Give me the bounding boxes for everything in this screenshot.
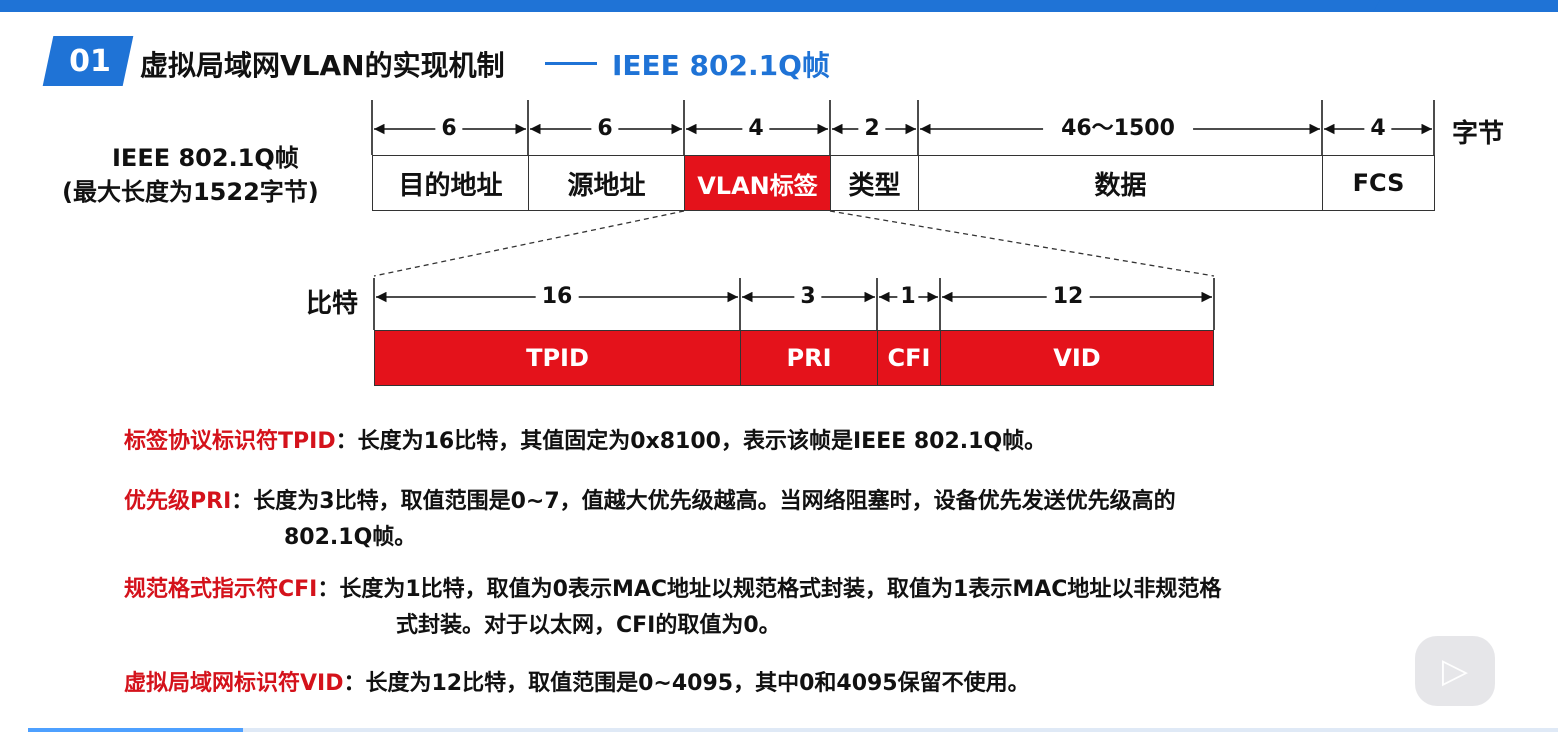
play-icon: ▷ bbox=[1441, 651, 1469, 691]
desc-term: 标签协议标识符TPID bbox=[124, 429, 336, 454]
field-src-address: 源地址 bbox=[528, 155, 685, 211]
desc-pri: 优先级PRI：长度为3比特，取值范围是0~7，值越大优先级越高。当网络阻塞时，设… bbox=[124, 484, 1524, 520]
desc-vid: 虚拟局域网标识符VID：长度为12比特，取值范围是0~4095，其中0和4095… bbox=[124, 666, 1524, 702]
section-number: 01 bbox=[69, 44, 111, 79]
field-fcs: FCS bbox=[1322, 155, 1435, 211]
byte-size-data: 46～1500 bbox=[1043, 116, 1193, 142]
desc-text: ：长度为16比特，其值固定为0x8100，表示该帧是IEEE 802.1Q帧。 bbox=[335, 429, 1047, 454]
frame-max-length: (最大长度为1522字节) bbox=[62, 178, 319, 206]
desc-text: ：长度为12比特，取值范围是0~4095，其中0和4095保留不使用。 bbox=[343, 671, 1030, 696]
byte-size-dest: 6 bbox=[435, 116, 463, 142]
field-vlan-tag: VLAN标签 bbox=[684, 155, 831, 211]
byte-size-vlan: 4 bbox=[742, 116, 770, 142]
page-subtitle: IEEE 802.1Q帧 bbox=[612, 49, 830, 82]
tag-field-tpid: TPID bbox=[374, 330, 741, 386]
desc-cfi-continued: 式封装。对于以太网，CFI的取值为0。 bbox=[396, 613, 781, 638]
page-title: 虚拟局域网VLAN的实现机制 bbox=[140, 49, 505, 82]
video-play-button[interactable]: ▷ bbox=[1415, 636, 1495, 706]
bit-size-cfi: 1 bbox=[897, 284, 919, 310]
desc-cfi: 规范格式指示符CFI：长度为1比特，取值为0表示MAC地址以规范格式封装，取值为… bbox=[124, 572, 1524, 608]
tag-field-vid: VID bbox=[940, 330, 1214, 386]
frame-label: IEEE 802.1Q帧 bbox=[112, 144, 299, 172]
top-banner bbox=[0, 0, 1558, 12]
desc-pri-continued: 802.1Q帧。 bbox=[284, 525, 417, 550]
byte-size-src: 6 bbox=[591, 116, 619, 142]
desc-text: ：长度为1比特，取值为0表示MAC地址以规范格式封装，取值为1表示MAC地址以非… bbox=[317, 577, 1222, 602]
bit-size-pri: 3 bbox=[794, 284, 822, 310]
desc-term: 优先级PRI bbox=[124, 489, 232, 514]
byte-ticks bbox=[371, 100, 1435, 155]
byte-size-fcs: 4 bbox=[1364, 116, 1392, 142]
field-data: 数据 bbox=[918, 155, 1323, 211]
tag-field-pri: PRI bbox=[740, 330, 878, 386]
bit-unit: 比特 bbox=[306, 289, 359, 319]
field-type: 类型 bbox=[830, 155, 919, 211]
title-dash bbox=[545, 62, 597, 65]
bit-ticks bbox=[373, 278, 1215, 330]
expansion-lines bbox=[373, 210, 1215, 277]
desc-term: 虚拟局域网标识符VID bbox=[124, 671, 344, 696]
progress-track[interactable] bbox=[28, 728, 1558, 732]
desc-text: ：长度为3比特，取值范围是0~7，值越大优先级越高。当网络阻塞时，设备优先发送优… bbox=[231, 489, 1176, 514]
desc-term: 规范格式指示符CFI bbox=[124, 577, 318, 602]
bit-size-tpid: 16 bbox=[535, 284, 579, 310]
field-dest-address: 目的地址 bbox=[372, 155, 529, 211]
byte-size-type: 2 bbox=[858, 116, 886, 142]
desc-tpid: 标签协议标识符TPID：长度为16比特，其值固定为0x8100，表示该帧是IEE… bbox=[124, 424, 1524, 460]
progress-fill bbox=[28, 728, 243, 732]
byte-unit: 字节 bbox=[1452, 119, 1505, 149]
tag-field-cfi: CFI bbox=[877, 330, 941, 386]
bit-size-vid: 12 bbox=[1046, 284, 1090, 310]
